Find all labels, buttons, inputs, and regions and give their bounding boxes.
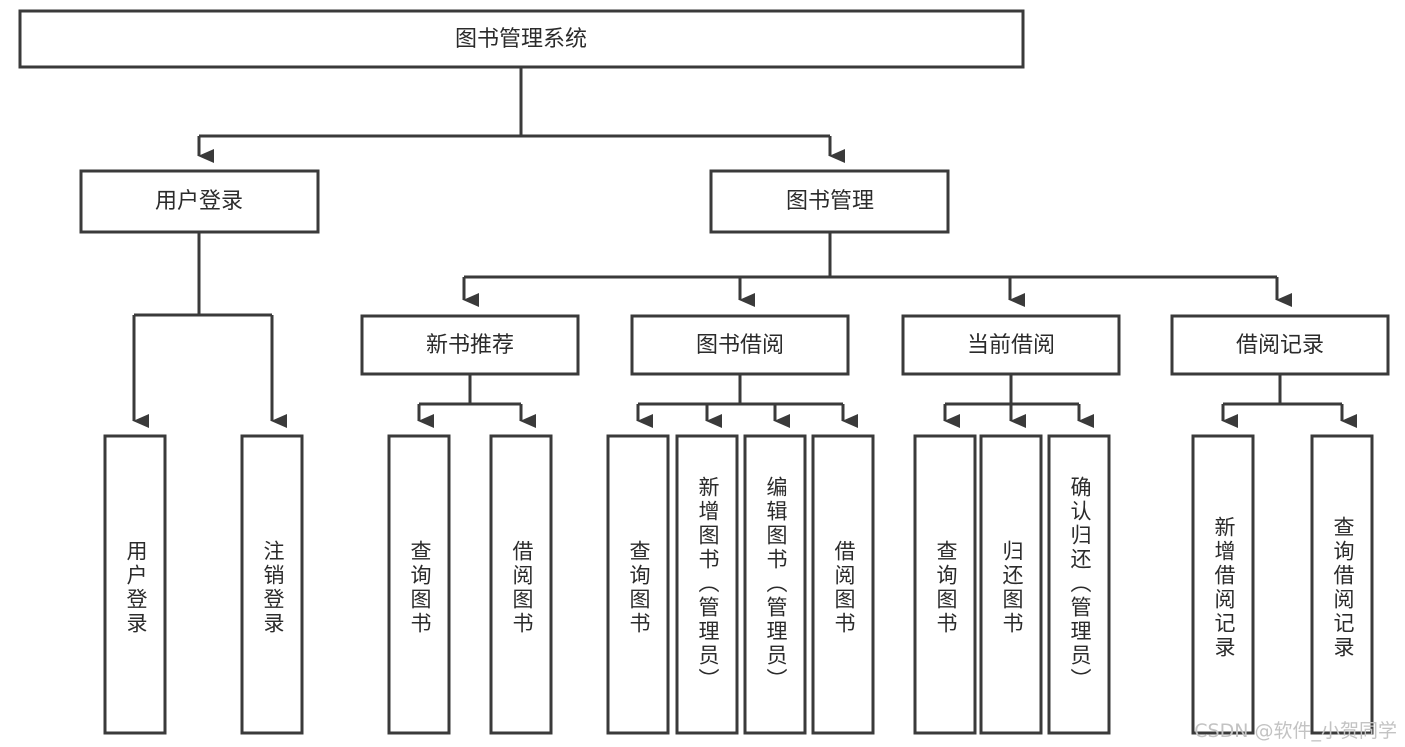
node-book-manage-box[interactable] <box>709 169 950 234</box>
leaf-add-book-label: 新增图书（管理员） <box>696 476 720 692</box>
node-borrow-record[interactable]: 借阅记录 <box>1170 314 1390 376</box>
leaf-confirm-return-box[interactable] <box>1047 434 1111 735</box>
node-root[interactable]: 图书管理系统 <box>18 9 1025 69</box>
node-current-borrow-box[interactable] <box>901 314 1121 376</box>
node-book-manage[interactable]: 图书管理 <box>709 169 950 234</box>
leaf-borrow-book-1[interactable]: 借阅图书 <box>489 434 553 735</box>
leaf-query-book-2-box[interactable] <box>606 434 670 735</box>
leaf-borrow-book-2[interactable]: 借阅图书 <box>811 434 875 735</box>
leaf-return-book[interactable]: 归还图书 <box>979 434 1043 735</box>
leaf-query-book-2-label: 查询图书 <box>627 540 651 636</box>
leaf-query-book-1[interactable]: 查询图书 <box>387 434 451 735</box>
leaf-query-book-1-label: 查询图书 <box>408 540 432 636</box>
leaf-edit-book[interactable]: 编辑图书（管理员） <box>743 434 807 735</box>
leaf-return-book-label: 归还图书 <box>1000 540 1024 636</box>
leaf-logout[interactable]: 注销登录 <box>240 434 304 735</box>
node-current-borrow-label: 当前借阅 <box>967 333 1055 358</box>
node-borrow-record-label: 借阅记录 <box>1236 333 1324 358</box>
node-book-borrow-box[interactable] <box>630 314 850 376</box>
leaf-add-record[interactable]: 新增借阅记录 <box>1191 434 1255 735</box>
node-book-manage-label: 图书管理 <box>786 189 874 214</box>
node-book-borrow-label: 图书借阅 <box>696 333 784 358</box>
node-root-label: 图书管理系统 <box>455 27 587 52</box>
leaf-query-record[interactable]: 查询借阅记录 <box>1310 434 1374 735</box>
leaf-query-book-3[interactable]: 查询图书 <box>913 434 977 735</box>
node-new-book-recommend[interactable]: 新书推荐 <box>360 314 580 376</box>
leaf-query-book-1-box[interactable] <box>387 434 451 735</box>
leaf-edit-book-label: 编辑图书（管理员） <box>764 476 788 692</box>
leaf-borrow-book-1-box[interactable] <box>489 434 553 735</box>
leaf-user-login-box[interactable] <box>103 434 167 735</box>
leaf-logout-box[interactable] <box>240 434 304 735</box>
leaf-add-book-box[interactable] <box>675 434 739 735</box>
node-new-book-recommend-label: 新书推荐 <box>426 333 514 358</box>
node-user-login-label: 用户登录 <box>155 189 243 214</box>
leaf-borrow-book-2-box[interactable] <box>811 434 875 735</box>
leaf-borrow-book-2-label: 借阅图书 <box>832 540 856 636</box>
leaf-confirm-return-label: 确认归还（管理员） <box>1068 476 1092 692</box>
leaf-logout-label: 注销登录 <box>261 540 285 636</box>
node-current-borrow[interactable]: 当前借阅 <box>901 314 1121 376</box>
leaf-query-book-2[interactable]: 查询图书 <box>606 434 670 735</box>
leaf-add-record-label: 新增借阅记录 <box>1212 516 1236 660</box>
node-borrow-record-box[interactable] <box>1170 314 1390 376</box>
connector-layer <box>132 67 1357 428</box>
leaf-query-book-3-label: 查询图书 <box>934 540 958 636</box>
leaf-query-record-label: 查询借阅记录 <box>1331 516 1355 660</box>
node-root-box[interactable] <box>18 9 1025 69</box>
leaf-borrow-book-1-label: 借阅图书 <box>510 540 534 636</box>
node-user-login-box[interactable] <box>79 169 320 234</box>
leaf-edit-book-box[interactable] <box>743 434 807 735</box>
node-book-borrow[interactable]: 图书借阅 <box>630 314 850 376</box>
leaf-return-book-box[interactable] <box>979 434 1043 735</box>
node-new-book-recommend-box[interactable] <box>360 314 580 376</box>
leaf-query-record-box[interactable] <box>1310 434 1374 735</box>
leaf-confirm-return[interactable]: 确认归还（管理员） <box>1047 434 1111 735</box>
node-user-login[interactable]: 用户登录 <box>79 169 320 234</box>
leaf-user-login[interactable]: 用户登录 <box>103 434 167 735</box>
leaf-add-book[interactable]: 新增图书（管理员） <box>675 434 739 735</box>
leaf-query-book-3-box[interactable] <box>913 434 977 735</box>
leaf-add-record-box[interactable] <box>1191 434 1255 735</box>
leaf-user-login-label: 用户登录 <box>124 540 148 636</box>
